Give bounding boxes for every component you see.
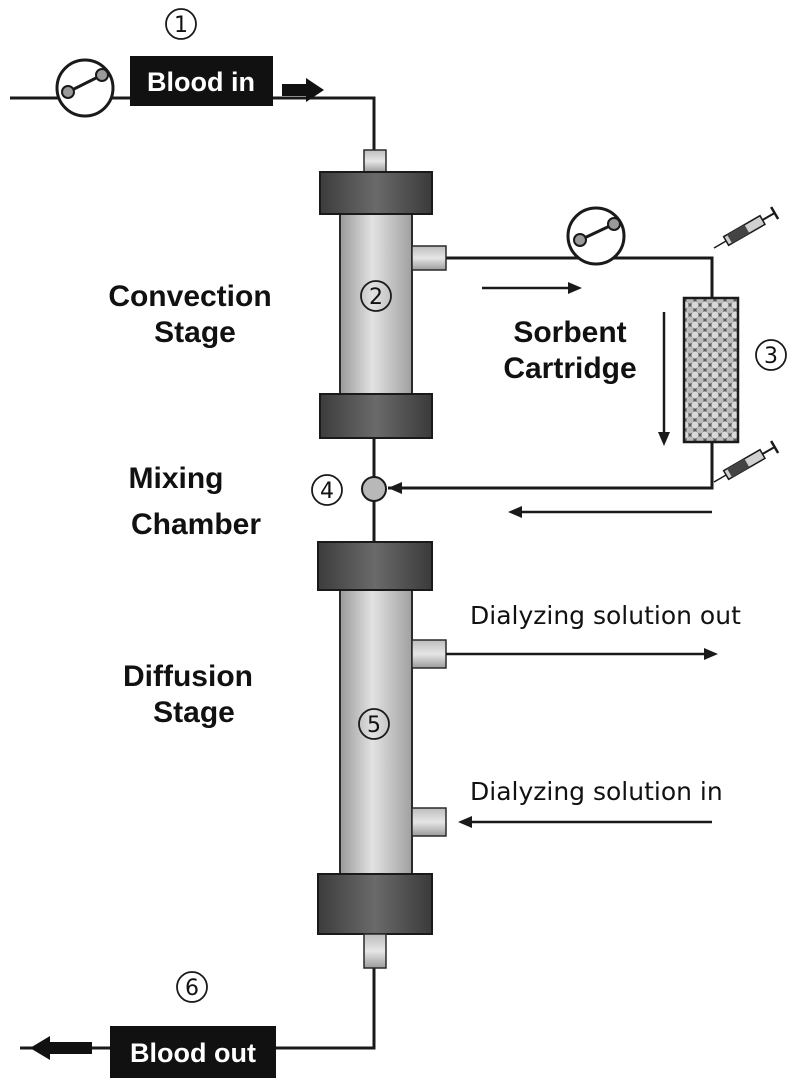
svg-text:1: 1 [174,13,188,38]
blood-in-label-box: Blood in [130,56,273,106]
step-number-2: 2 [360,280,392,312]
convection-stage-label-2: Stage [154,316,236,349]
arrow-icon [282,78,324,102]
step-number-3: 3 [755,339,787,371]
step-number-5: 5 [358,708,390,740]
arrow-icon [482,282,582,294]
blood-in-label: Blood in [147,67,255,97]
svg-text:2: 2 [369,285,383,310]
dialyzing-solution-out-label: Dialyzing solution out [470,601,741,630]
blood-out-label: Blood out [130,1038,256,1068]
blood-out-label-box: Blood out [110,1026,276,1078]
dialyzing-solution-in-label: Dialyzing solution in [470,777,723,806]
svg-text:5: 5 [367,713,381,738]
svg-text:6: 6 [185,976,199,1001]
mixing-chamber-label: Mixing [129,462,224,495]
arrow-icon [658,312,670,446]
mixing-chamber [361,476,387,502]
svg-text:4: 4 [320,479,334,504]
arrow-icon [446,648,718,660]
diffusion-column [317,541,447,969]
convection-stage-label: Convection [108,280,271,313]
step-number-6: 6 [176,971,208,1003]
step-number-1: 1 [165,8,197,40]
arrow-icon [30,1036,92,1060]
sorbent-return-line [388,442,714,490]
syringe-icon [713,206,780,249]
sorbent-cartridge-label: Sorbent [513,316,626,349]
filtrate-line [446,256,714,300]
syringe-icon [713,440,780,483]
arrow-icon [458,816,712,828]
arrow-icon [388,482,402,494]
svg-text:3: 3 [764,344,778,369]
arrow-icon [508,506,712,518]
pump-icon [566,206,626,266]
step-number-4: 4 [311,474,343,506]
mixing-chamber-label-2: Chamber [131,508,261,541]
convection-column [319,149,447,439]
sorbent-cartridge [682,296,740,444]
pump-icon [55,58,115,118]
diffusion-stage-label: Diffusion [123,660,253,693]
sorbent-cartridge-label-2: Cartridge [503,352,636,385]
diffusion-stage-label-2: Stage [153,696,235,729]
